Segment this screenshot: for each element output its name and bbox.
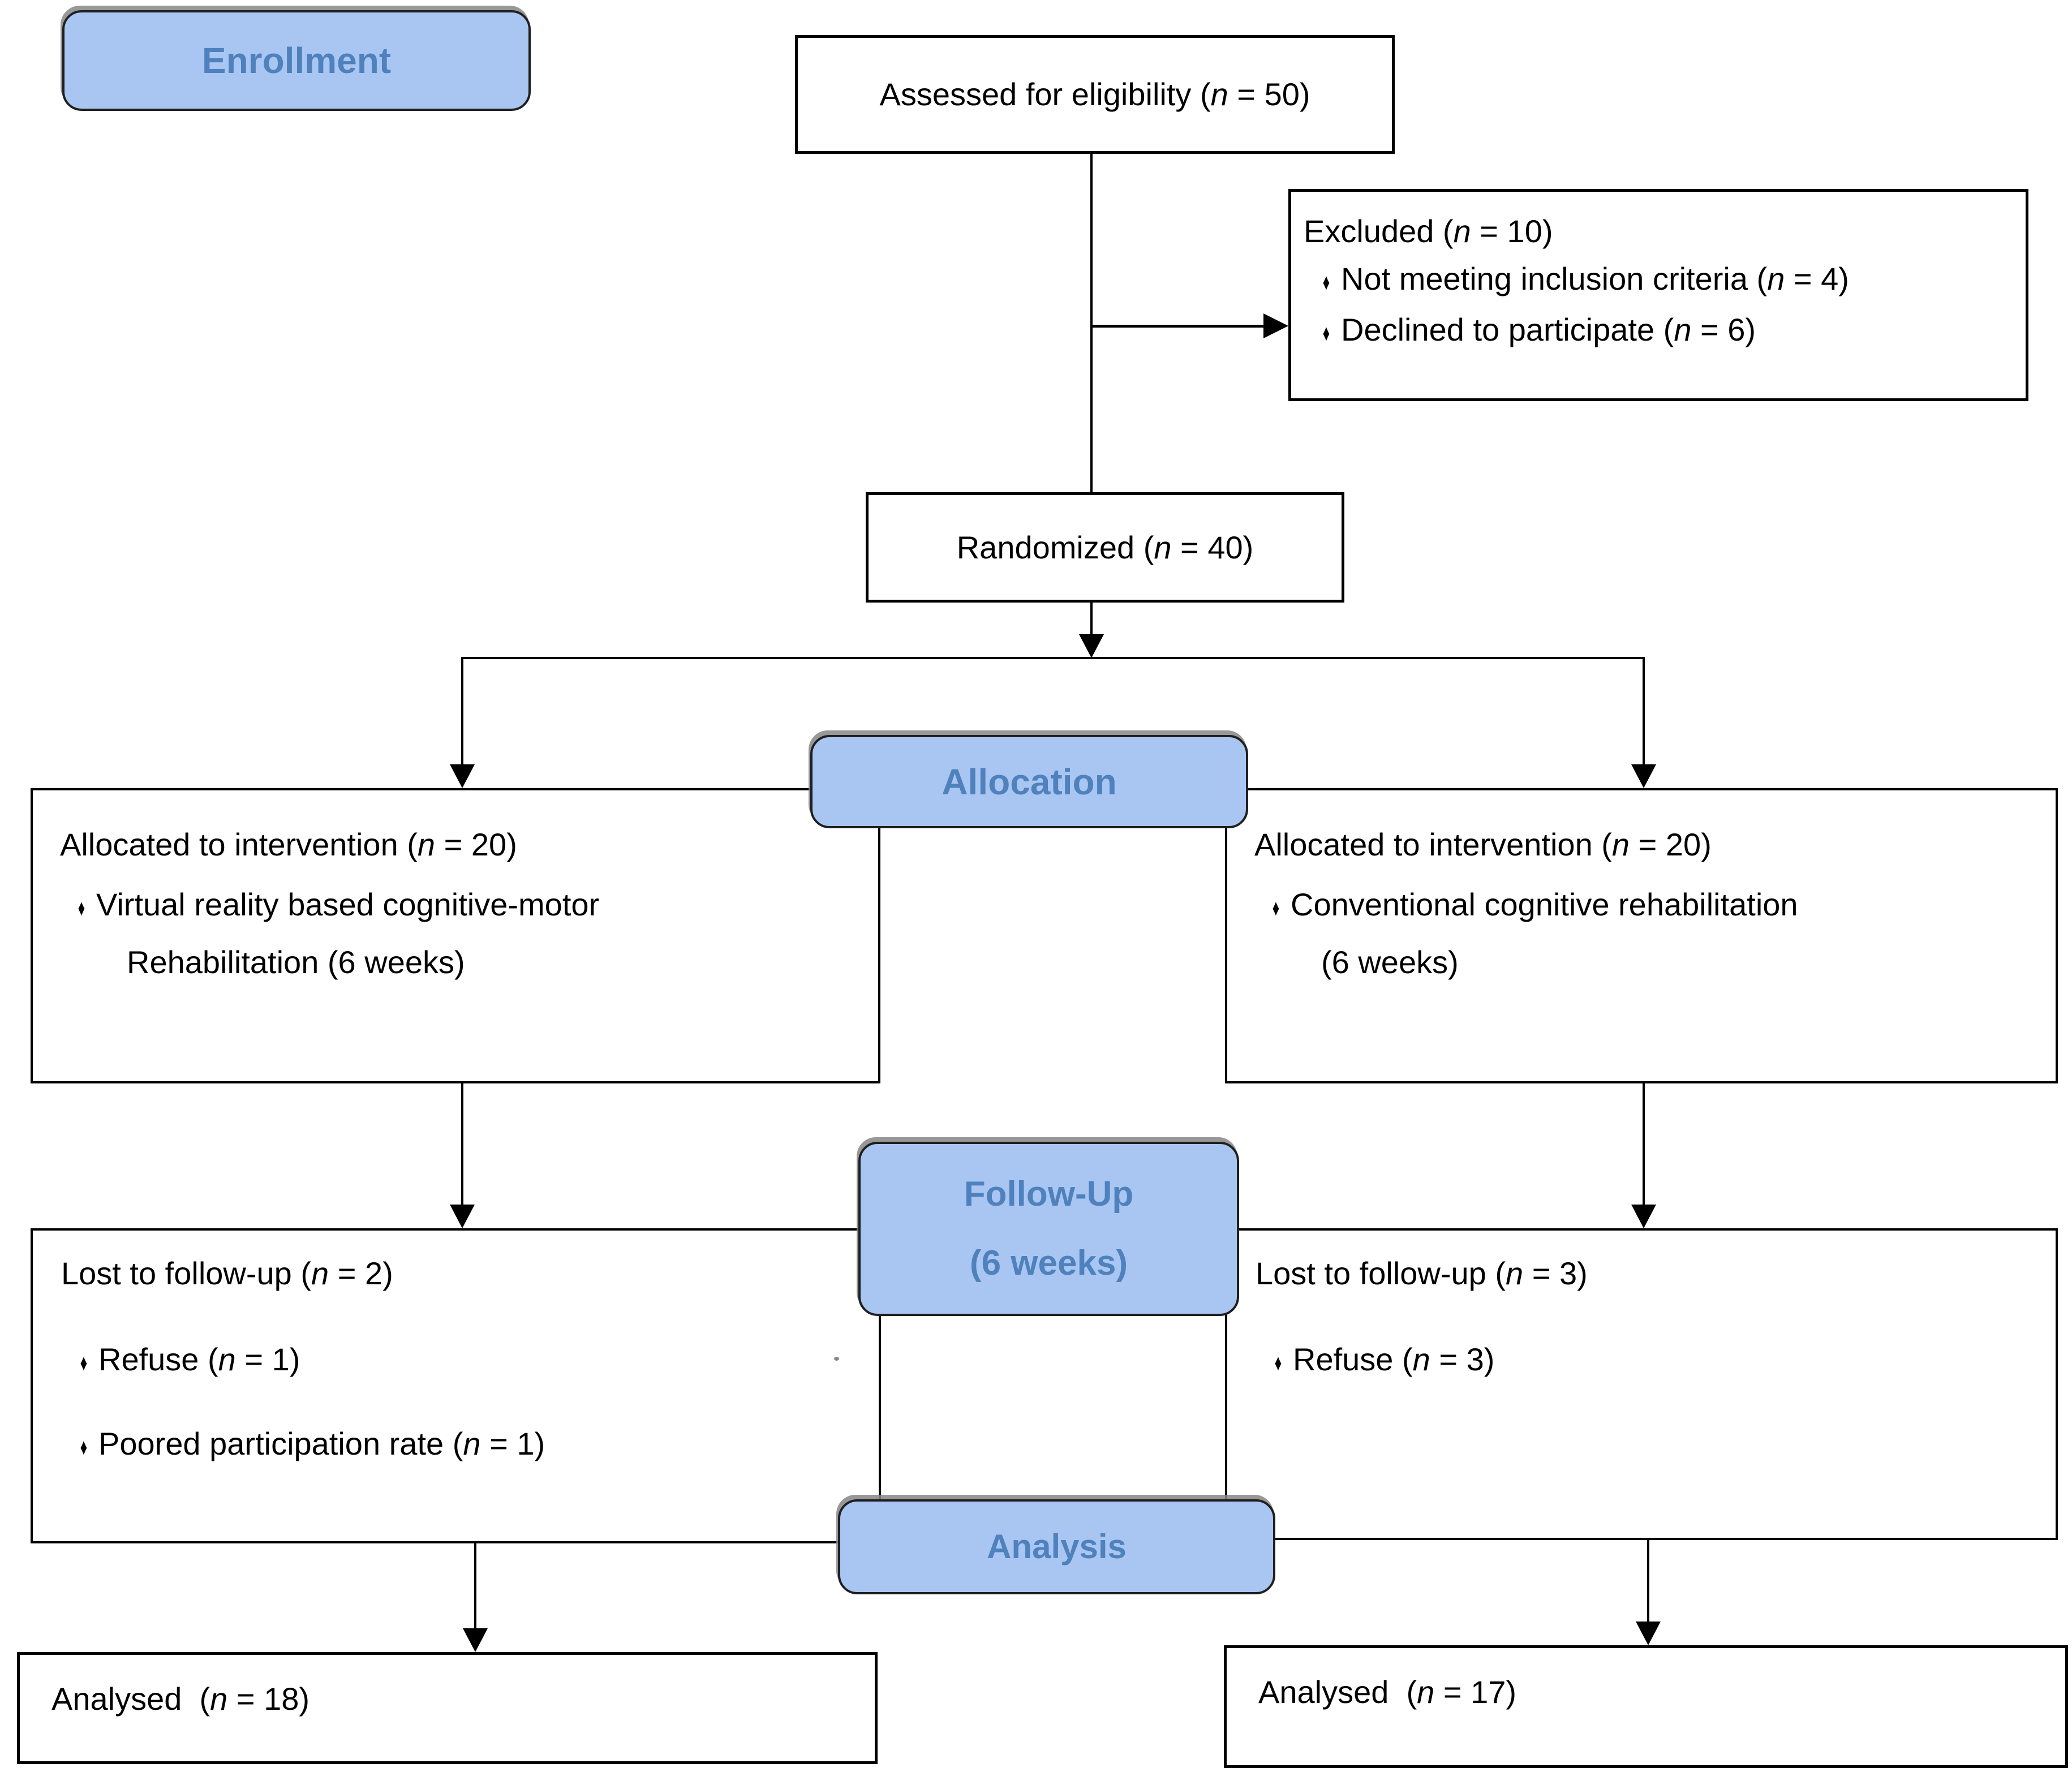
- connector-branch-to-alloc-left: [461, 657, 463, 765]
- allocated-right-bullet: ♦ Conventional cognitive rehabilitation: [1254, 883, 2044, 930]
- connector-alloc-to-followup-right: [1643, 1083, 1645, 1206]
- allocated-right-bullet-continuation: (6 weeks): [1321, 944, 1459, 980]
- connector-to-excluded: [1091, 325, 1263, 328]
- connector-randomized-to-branch: [1090, 603, 1093, 635]
- diamond-bullet-icon: ♦: [80, 1435, 88, 1460]
- lost-followup-right-title: Lost to follow-up (n = 3): [1256, 1255, 1588, 1291]
- diamond-bullet-icon: ♦: [1322, 321, 1330, 346]
- analysis-stage-label: Analysis: [987, 1528, 1127, 1565]
- excluded-bullet-2: ♦ Declined to participate (n = 6): [1304, 308, 2014, 355]
- lost-followup-left-bullet-2: ♦ Poored participation rate (n = 1): [61, 1422, 867, 1469]
- connector-branch-to-alloc-right: [1643, 657, 1645, 765]
- enrollment-stage-label: Enrollment: [201, 40, 392, 81]
- enrollment-stage-badge: Enrollment: [62, 10, 531, 111]
- arrowhead-onto-branch: [1079, 634, 1104, 658]
- arrowhead-into-analysed-left: [463, 1628, 488, 1652]
- allocated-left-bullet-text: Virtual reality based cognitive-motor: [96, 887, 600, 922]
- arrowhead-into-excluded: [1263, 313, 1288, 338]
- arrowhead-into-followup-right: [1631, 1205, 1656, 1228]
- lost-followup-left-title: Lost to follow-up (n = 2): [61, 1255, 393, 1291]
- lost-followup-left-box: Lost to follow-up (n = 2) ♦ Refuse (n = …: [31, 1228, 881, 1543]
- connector-assessed-to-randomized: [1090, 154, 1093, 492]
- lost-followup-right-bullet-1: ♦ Refuse (n = 3): [1256, 1338, 2044, 1384]
- lost-followup-left-bullet-2-text: Poored participation rate (n = 1): [98, 1426, 545, 1461]
- assessed-text: Assessed for eligibility (n = 50): [879, 76, 1310, 112]
- randomized-box: Randomized (n = 40): [866, 492, 1344, 603]
- allocated-right-title: Allocated to intervention (n = 20): [1254, 827, 1712, 862]
- followup-stage-label-line1: Follow-Up: [964, 1175, 1134, 1214]
- analysis-stage-badge: Analysis: [838, 1499, 1275, 1594]
- excluded-bullet-2-text: Declined to participate (n = 6): [1341, 312, 1756, 347]
- excluded-bullet-1: ♦ Not meeting inclusion criteria (n = 4): [1304, 257, 2014, 304]
- allocation-stage-badge: Allocation: [810, 735, 1248, 828]
- diamond-bullet-icon: ♦: [1272, 896, 1280, 921]
- analysed-left-box: Analysed (n = 18): [17, 1652, 878, 1764]
- diamond-bullet-icon: ♦: [1274, 1350, 1282, 1375]
- connector-alloc-to-followup-left: [461, 1083, 463, 1206]
- allocated-left-bullet: ♦ Virtual reality based cognitive-motor: [60, 883, 867, 930]
- lost-followup-right-bullet-1-text: Refuse (n = 3): [1293, 1341, 1495, 1377]
- excluded-bullet-1-text: Not meeting inclusion criteria (n = 4): [1341, 261, 1849, 296]
- arrowhead-into-followup-left: [450, 1205, 475, 1228]
- diamond-bullet-icon: ♦: [1322, 270, 1330, 295]
- arrowhead-into-alloc-right: [1631, 764, 1656, 788]
- randomized-text: Randomized (n = 40): [956, 529, 1254, 565]
- excluded-title: Excluded (n = 10): [1304, 213, 1553, 249]
- analysed-right-box: Analysed (n = 17): [1224, 1645, 2068, 1768]
- lost-followup-left-bullet-1-text: Refuse (n = 1): [98, 1341, 300, 1377]
- allocation-stage-label: Allocation: [942, 761, 1117, 802]
- followup-stage-badge: Follow-Up (6 weeks): [858, 1142, 1239, 1316]
- analysed-right-text: Analysed (n = 17): [1258, 1674, 1517, 1710]
- allocated-intervention-left-box: Allocated to intervention (n = 20) ♦ Vir…: [31, 788, 880, 1083]
- allocated-left-title: Allocated to intervention (n = 20): [60, 827, 517, 862]
- diamond-bullet-icon: ♦: [80, 1350, 88, 1375]
- arrowhead-into-analysed-right: [1636, 1622, 1661, 1645]
- arrowhead-into-alloc-left: [450, 764, 475, 788]
- stray-mark: [834, 1357, 839, 1361]
- excluded-box: Excluded (n = 10) ♦ Not meeting inclusio…: [1288, 189, 2028, 401]
- diamond-bullet-icon: ♦: [78, 896, 85, 921]
- allocated-intervention-right-box: Allocated to intervention (n = 20) ♦ Con…: [1225, 788, 2058, 1083]
- connector-followup-to-analysed-left: [474, 1543, 476, 1629]
- branch-line: [461, 657, 1645, 659]
- connector-followup-to-analysed-right: [1647, 1540, 1649, 1623]
- analysed-left-text: Analysed (n = 18): [51, 1681, 310, 1717]
- followup-stage-label-line2: (6 weeks): [969, 1244, 1128, 1283]
- allocated-right-bullet-text: Conventional cognitive rehabilitation: [1291, 887, 1798, 922]
- allocated-left-bullet-continuation: Rehabilitation (6 weeks): [127, 944, 465, 980]
- assessed-box: Assessed for eligibility (n = 50): [795, 35, 1395, 154]
- lost-followup-left-bullet-1: ♦ Refuse (n = 1): [61, 1338, 867, 1384]
- lost-followup-right-box: Lost to follow-up (n = 3) ♦ Refuse (n = …: [1225, 1228, 2058, 1540]
